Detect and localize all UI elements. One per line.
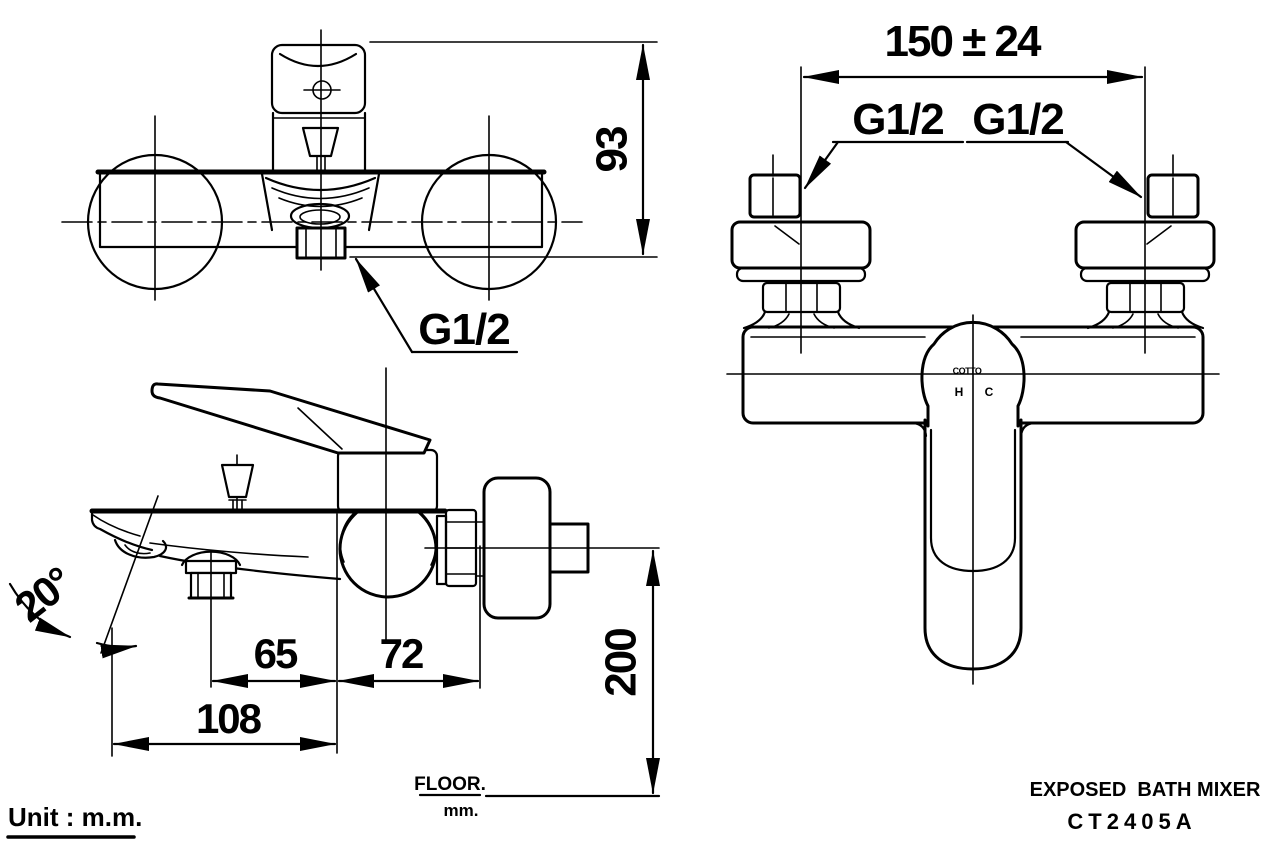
brand-logo-text: COTTO (953, 366, 982, 376)
dim-20deg-arc-left (8, 582, 72, 639)
side-lever-handle (150, 382, 432, 455)
front-g12-right-label: G1/2 (972, 95, 1063, 144)
dim-108-label: 108 (196, 695, 262, 742)
dim-93-label: 93 (588, 127, 637, 172)
dim-200-label: 200 (597, 629, 646, 697)
front-g12-left-leader (803, 140, 840, 190)
dim-72-label: 72 (380, 630, 423, 677)
front-g12-right-leader (1064, 140, 1143, 199)
side-diverter-knob (220, 454, 255, 512)
side-view-drawing: 20° 65 72 108 200 FLOOR. mm. (6, 367, 661, 820)
hot-marker: H (955, 385, 964, 399)
dim-65-label: 65 (254, 630, 298, 677)
floor-label: FLOOR. (414, 774, 486, 795)
dim-20deg-arc-right (95, 641, 138, 659)
unit-note: Unit : m.m. (8, 802, 142, 832)
side-cartridge-cap (336, 448, 439, 514)
top-handle (270, 43, 367, 115)
front-g12-left-label: G1/2 (852, 95, 943, 144)
top-view-drawing: 93 G1/2 (61, 29, 658, 354)
model-number: CT2405A (1067, 809, 1196, 834)
dim-150-label: 150 ± 24 (885, 17, 1042, 66)
side-spout-axis-line (100, 495, 159, 654)
floor-unit-label: mm. (444, 801, 479, 820)
product-name: EXPOSED BATH MIXER (1030, 779, 1261, 801)
side-spout (90, 509, 342, 581)
top-g12-leader (354, 257, 414, 354)
cold-marker: C (985, 385, 994, 399)
front-view-drawing: COTTO H C (726, 17, 1220, 685)
sheet-annotations: Unit : m.m. EXPOSED BATH MIXER CT2405A (6, 779, 1261, 839)
top-g12-label: G1/2 (418, 305, 509, 354)
side-valve-body (338, 499, 438, 599)
